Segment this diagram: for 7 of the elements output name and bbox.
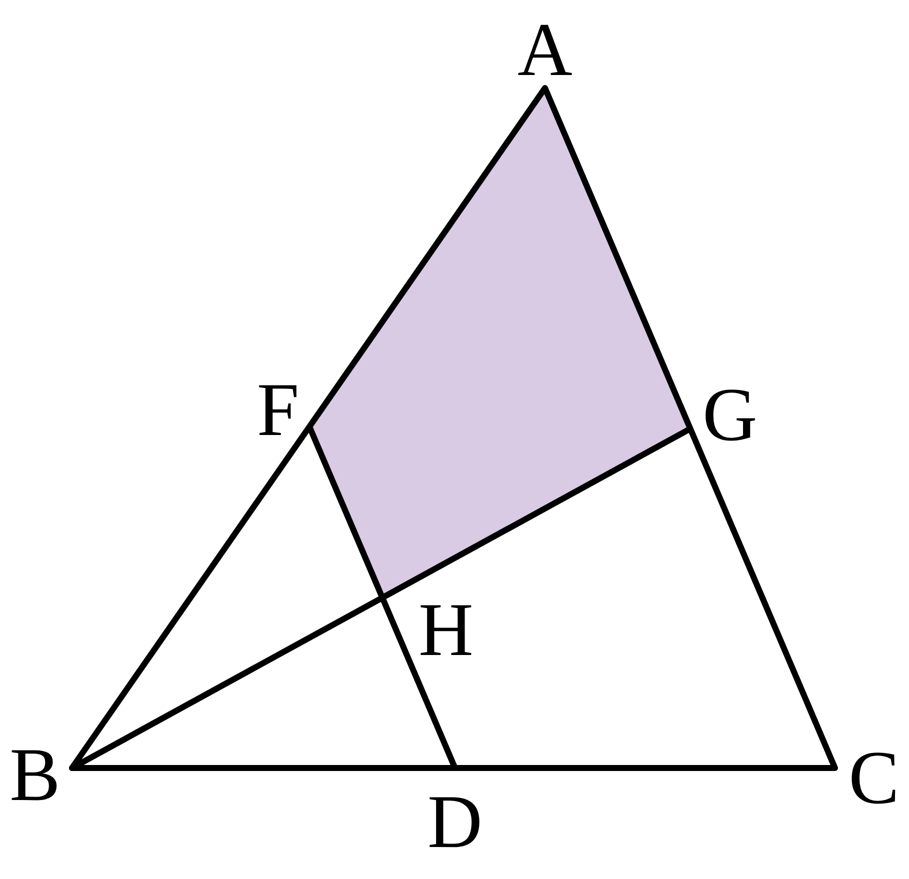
point-label: A — [518, 12, 572, 88]
point-label: H — [418, 592, 474, 668]
point-label: F — [256, 372, 300, 448]
point-label: G — [702, 377, 758, 453]
point-label: C — [848, 740, 900, 816]
point-label: B — [10, 737, 60, 813]
point-label: D — [428, 784, 482, 860]
